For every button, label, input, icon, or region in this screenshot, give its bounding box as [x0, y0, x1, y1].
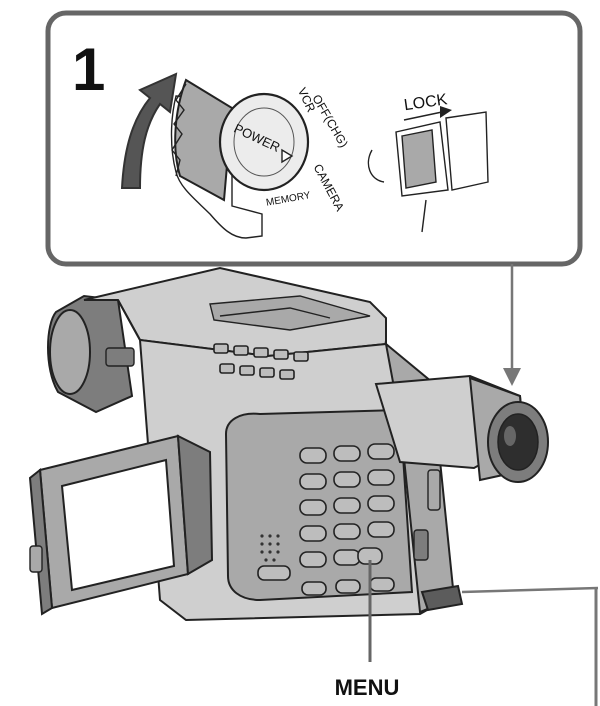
- connector-arrow: [503, 264, 521, 386]
- step-number: 1: [72, 36, 105, 103]
- rotate-arrow-icon: [120, 72, 178, 189]
- power-dial: [170, 78, 310, 239]
- lock-label: LOCK: [403, 91, 449, 114]
- inset-panel: [45, 10, 583, 267]
- speaker-grille: [260, 534, 280, 562]
- lock-switch: LOCK: [367, 91, 489, 233]
- battery-detail: [420, 584, 599, 706]
- menu-label: MENU: [335, 675, 400, 700]
- control-buttons: [299, 443, 395, 568]
- viewfinder: [374, 374, 549, 483]
- lcd-screen: [28, 434, 214, 616]
